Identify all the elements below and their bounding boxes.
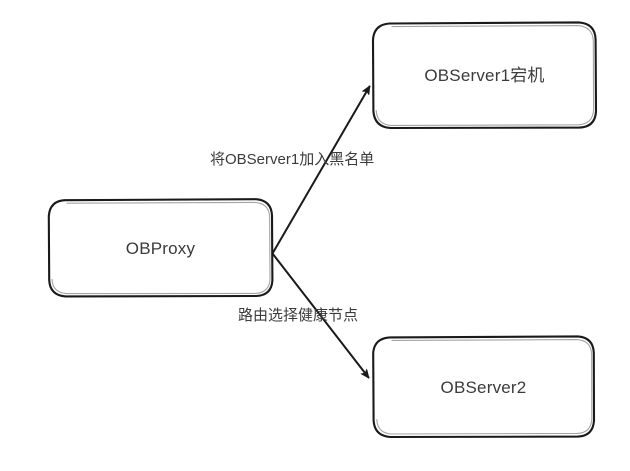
node-observer1-label: OBServer1宕机	[424, 66, 545, 85]
node-observer1-shape	[371, 21, 598, 130]
edge-blacklist-arrow	[271, 87, 371, 255]
edge-route-arrow	[271, 252, 370, 379]
node-observer2[interactable]: OBServer2	[373, 336, 594, 437]
node-observer2-label: OBServer2	[440, 378, 527, 397]
node-observer2-shape	[372, 335, 596, 439]
node-obproxy-shape	[47, 198, 274, 298]
node-obproxy-label: OBProxy	[125, 239, 196, 258]
edge-label-blacklist: 将OBServer1加入黑名单	[210, 151, 375, 168]
edge-label-route: 路由选择健康节点	[238, 307, 359, 324]
node-observer1[interactable]: OBServer1宕机	[373, 22, 596, 128]
node-obproxy[interactable]: OBProxy	[49, 199, 272, 296]
